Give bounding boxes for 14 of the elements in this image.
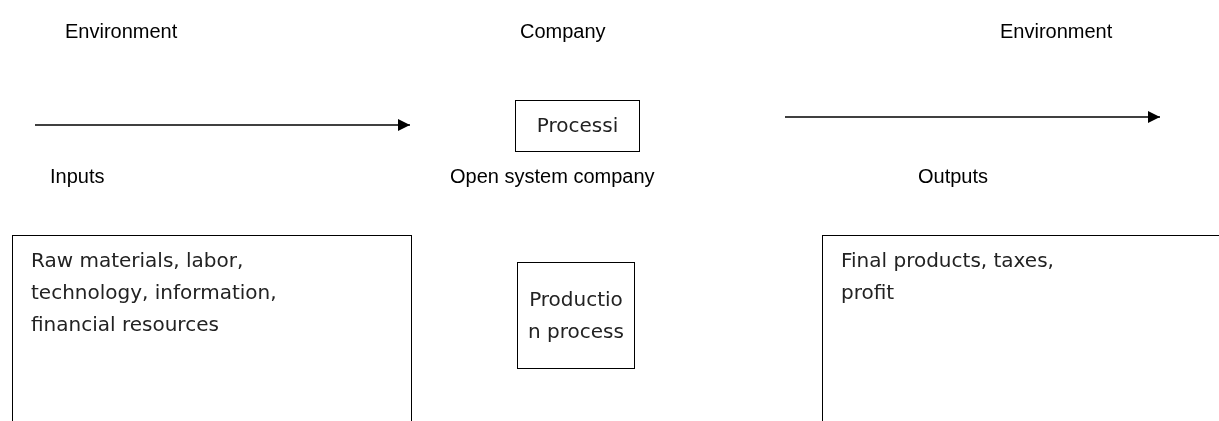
box-text: Productio n process [527,286,625,345]
heading-label: Outputs [918,165,989,188]
box-text: Raw materials, labor, technology, information, financial resources [31,247,278,338]
heading-label: Environment [65,20,178,43]
text-box [515,100,640,152]
text-box [822,235,1219,421]
text-box [517,262,635,369]
heading-label: Environment [1000,20,1113,43]
box-text: Final products, taxes, profit [841,247,1055,306]
text-box [12,235,412,421]
heading-label: Inputs [50,165,105,188]
box-text: Processi [535,112,620,139]
heading-label: Open system company [450,165,655,188]
heading-label: Company [520,20,606,43]
